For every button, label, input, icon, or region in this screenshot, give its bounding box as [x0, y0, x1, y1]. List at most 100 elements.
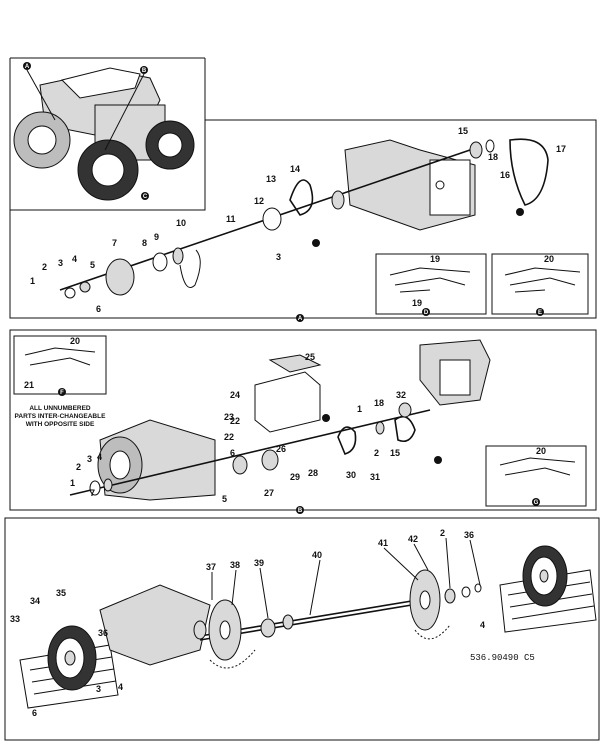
- callout-letter-f: F: [60, 390, 64, 396]
- callout-letter-c: [141, 192, 149, 200]
- label-20a: 20: [544, 254, 554, 264]
- mlabel-29: 29: [290, 472, 300, 482]
- label-1: 1: [30, 276, 35, 286]
- llabel-4a: 4: [118, 682, 123, 692]
- mlabel-30: 30: [346, 470, 356, 480]
- llabel-39: 39: [254, 558, 264, 568]
- wheel-right: [522, 545, 568, 607]
- mlabel-20a: 20: [70, 336, 80, 346]
- llabel-33: 33: [10, 614, 20, 624]
- mlabel-22b: 22: [224, 432, 234, 442]
- mlabel-23: 23: [224, 412, 234, 422]
- label-17: 17: [556, 144, 566, 154]
- overview-snowblower: A B C: [13, 62, 195, 201]
- label-9: 9: [154, 232, 159, 242]
- label-15: 15: [458, 126, 468, 136]
- mlabel-3: 3: [87, 454, 92, 464]
- label-4: 4: [72, 254, 77, 264]
- section-b: F ALL UNNUMBERED PARTS INTER-CHANGEABLE …: [9, 329, 597, 514]
- mlabel-1b: 1: [357, 404, 362, 414]
- mlabel-26: 26: [276, 444, 286, 454]
- section-marker-b: B: [298, 508, 303, 514]
- chute-housing: [419, 339, 491, 406]
- label-12: 12: [254, 196, 264, 206]
- mlabel-27: 27: [264, 488, 274, 498]
- callout-letter-a-text: A: [25, 64, 30, 70]
- mlabel-28: 28: [308, 468, 318, 478]
- auger-housing-upper: [344, 139, 476, 231]
- llabel-34: 34: [30, 596, 40, 606]
- mlabel-20b: 20: [536, 446, 546, 456]
- frame-bracket: [99, 584, 211, 666]
- note-line-2: PARTS INTER-CHANGEABLE: [15, 413, 107, 420]
- section-marker-a: A: [298, 316, 303, 322]
- llabel-4b: 4: [480, 620, 485, 630]
- callout-letter-b-text: B: [142, 68, 147, 74]
- gearbox: [254, 354, 322, 433]
- label-11: 11: [226, 214, 236, 224]
- inset-g: G: [485, 445, 587, 507]
- label-16: 16: [500, 170, 510, 180]
- mlabel-25: 25: [305, 352, 315, 362]
- llabel-36a: 36: [98, 628, 108, 638]
- label-10: 10: [176, 218, 186, 228]
- mlabel-6: 6: [230, 448, 235, 458]
- note-line-1: ALL UNNUMBERED: [29, 405, 91, 412]
- wheel-left: [47, 625, 97, 691]
- upper-labels: 1 2 3 4 5 6 7 8 9 10 11 12 13 14 15 16 1…: [30, 126, 566, 314]
- mlabel-1: 1: [70, 478, 75, 488]
- llabel-38: 38: [230, 560, 240, 570]
- mlabel-18: 18: [374, 398, 384, 408]
- label-3: 3: [58, 258, 63, 268]
- callout-letter-g: G: [534, 500, 539, 506]
- mlabel-5: 5: [222, 494, 227, 504]
- llabel-36b: 36: [464, 530, 474, 540]
- mlabel-24: 24: [230, 390, 240, 400]
- inset-f: F: [13, 335, 107, 396]
- inset-d: D: [375, 253, 487, 316]
- middle-drive-parts: [89, 402, 416, 496]
- llabel-41: 41: [378, 538, 388, 548]
- inset-e: E: [491, 253, 589, 316]
- label-19a: 19: [430, 254, 440, 264]
- mlabel-2b: 2: [374, 448, 379, 458]
- mlabel-32: 32: [396, 390, 406, 400]
- label-7: 7: [112, 238, 117, 248]
- llabel-42: 42: [408, 534, 418, 544]
- label-6: 6: [96, 304, 101, 314]
- label-8: 8: [142, 238, 147, 248]
- auger-housing-middle: [97, 419, 216, 501]
- lower-small-parts: [193, 583, 482, 640]
- lower-labels: 2 3 4 4 6 33 34 35 36 36 37 38 39 40 41 …: [10, 528, 485, 718]
- label-2: 2: [42, 262, 47, 272]
- label-5: 5: [90, 260, 95, 270]
- section-c: 2 3 4 4 6 33 34 35 36 36 37 38 39 40 41 …: [4, 517, 600, 741]
- mlabel-15: 15: [390, 448, 400, 458]
- callout-letter-d: D: [424, 310, 429, 316]
- callout-letter-c-text: C: [143, 194, 148, 200]
- mlabel-4: 4: [97, 452, 102, 462]
- llabel-37: 37: [206, 562, 216, 572]
- label-19b: 19: [412, 298, 422, 308]
- llabel-3: 3: [96, 684, 101, 694]
- sprocket-left: [208, 599, 256, 669]
- callout-letter-b: [140, 66, 148, 74]
- mlabel-31: 31: [370, 472, 380, 482]
- llabel-6: 6: [32, 708, 37, 718]
- label-18: 18: [488, 152, 498, 162]
- mlabel-2: 2: [76, 462, 81, 472]
- part-number: 536.90490 C5: [470, 653, 535, 663]
- sprocket-right: [409, 569, 451, 640]
- mlabel-22a: 22: [230, 416, 240, 426]
- label-3b: 3: [276, 252, 281, 262]
- llabel-35: 35: [56, 588, 66, 598]
- llabel-2: 2: [440, 528, 445, 538]
- callout-letter-a: [23, 62, 31, 70]
- mlabel-7: 7: [90, 488, 95, 498]
- upper-drive-parts: [64, 138, 549, 299]
- label-13: 13: [266, 174, 276, 184]
- note-line-3: WITH OPPOSITE SIDE: [26, 421, 95, 428]
- callout-letter-e: E: [538, 310, 542, 316]
- middle-labels: 1 2 3 4 5 7 1 2 6 15 18 20 20 21 22 22 2…: [24, 336, 546, 504]
